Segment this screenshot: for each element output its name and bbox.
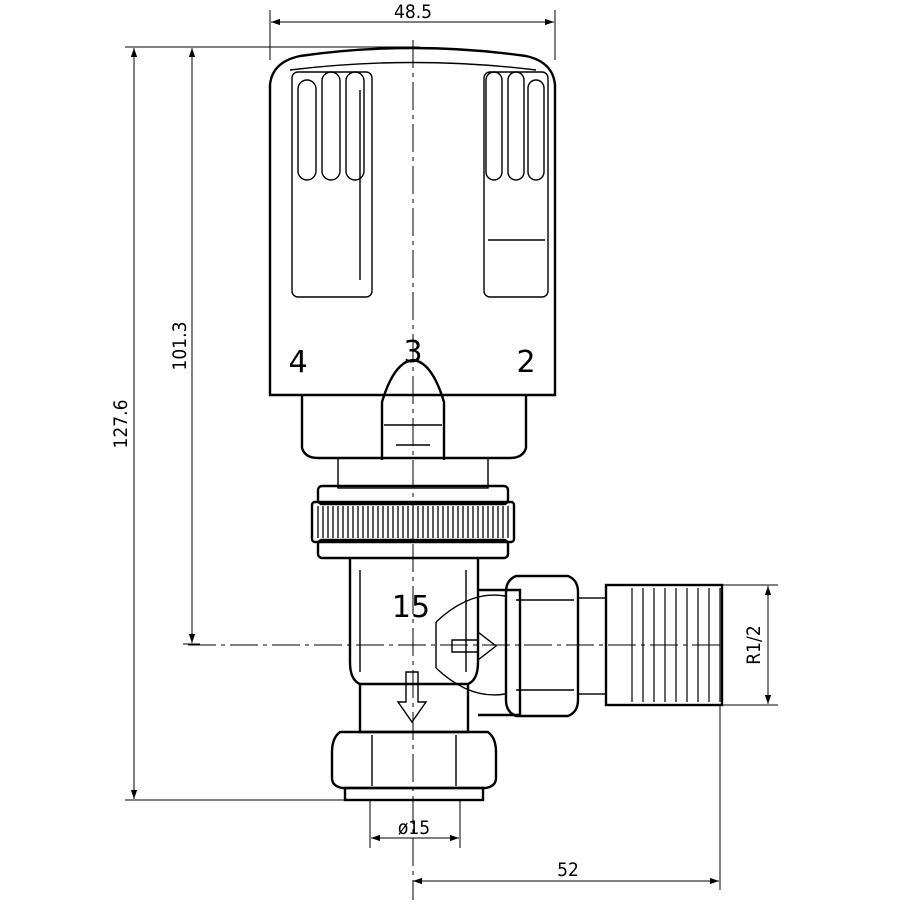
dial-mark-4: 4 xyxy=(288,345,307,380)
dim-height-total: 127.6 xyxy=(110,400,132,449)
dim-length-side: 52 xyxy=(557,859,579,881)
dimension-lines xyxy=(125,10,778,890)
dim-width-top: 48.5 xyxy=(394,1,432,23)
body-marking: 15 xyxy=(392,590,430,625)
thermostatic-head xyxy=(268,46,557,489)
dim-height-axis: 101.3 xyxy=(169,322,191,371)
center-lines xyxy=(188,40,720,900)
dial-mark-2: 2 xyxy=(516,345,535,380)
valve-body xyxy=(330,558,724,802)
dim-diameter-outlet: ø15 xyxy=(398,817,430,839)
dim-thread-size: R1/2 xyxy=(743,625,765,664)
